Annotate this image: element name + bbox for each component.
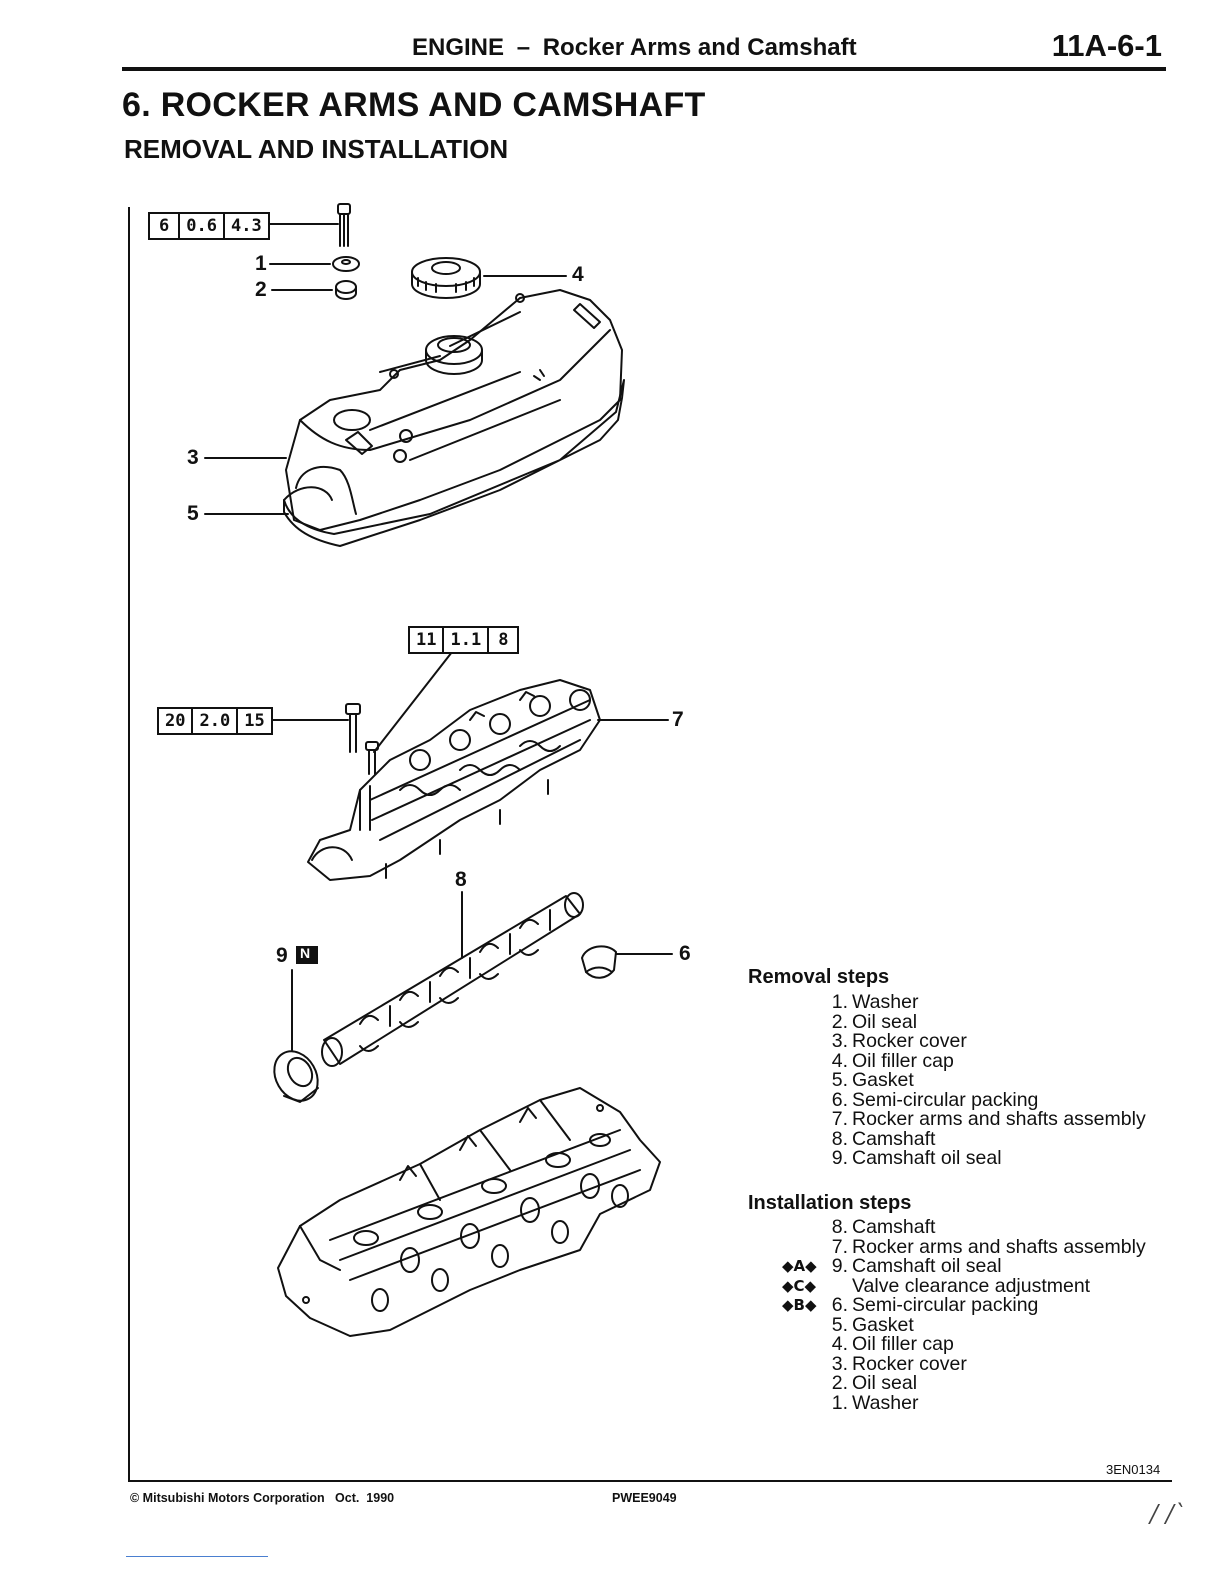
torque-spec-box: 11 1.1 8 [408, 626, 520, 654]
service-point-markers: ◆A◆ ◆C◆ ◆B◆ [782, 1257, 817, 1316]
camshaft [321, 892, 584, 1067]
bolt-top [337, 203, 351, 247]
service-marker-c: ◆C◆ [782, 1276, 817, 1295]
torque-kgm: 2.0 [191, 709, 236, 733]
oil-seal [335, 280, 357, 300]
callout-5: 5 [187, 502, 199, 525]
gasket [283, 379, 625, 547]
callout-8: 8 [455, 868, 467, 891]
service-marker-b: ◆B◆ [782, 1296, 817, 1314]
callout-4: 4 [572, 263, 584, 286]
leader-bolt-11 [373, 651, 453, 753]
camshaft-oil-seal [273, 1050, 319, 1103]
page-header: ENGINE – Rocker Arms and Camshaft [412, 34, 857, 62]
callout-3: 3 [187, 446, 199, 469]
torque-nm: 20 [165, 711, 186, 731]
n-badge-box [296, 946, 318, 964]
handwritten-mark: / /ˋ [1150, 1500, 1186, 1528]
bolt-11 [365, 741, 379, 775]
torque-nm: 6 [159, 216, 170, 236]
scan-artifact-line [126, 1556, 268, 1557]
section-title: 6. ROCKER ARMS AND CAMSHAFT [122, 86, 706, 124]
header-section: ENGINE [412, 34, 505, 61]
torque-kgm: 1.1 [442, 628, 487, 652]
figure-code: 3EN0134 [1106, 1462, 1161, 1477]
torque-nm: 11 [416, 630, 437, 650]
page-number: 11A-6-1 [1051, 28, 1162, 63]
callout-1: 1 [255, 252, 267, 275]
torque-spec-box: 6 0.6 4.3 [148, 212, 270, 240]
callout-2: 2 [255, 278, 267, 301]
callout-9: 9 [276, 944, 288, 967]
torque-kgm: 0.6 [178, 214, 223, 238]
n-badge-label: N [300, 945, 311, 961]
washer [332, 256, 360, 272]
footer-copyright: © Mitsubishi Motors Corporation Oct. 199… [130, 1491, 395, 1505]
torque-spec-box: 20 2.0 15 [157, 707, 273, 735]
removal-steps-heading: Removal steps [748, 966, 890, 988]
section-subtitle: REMOVAL AND INSTALLATION [124, 134, 509, 164]
oil-filler-cap [411, 257, 481, 299]
callout-7: 7 [672, 708, 684, 731]
callout-6: 6 [679, 942, 691, 965]
footer-doc-code: PWEE9049 [612, 1491, 677, 1505]
rocker-arm-assembly [307, 679, 601, 881]
service-marker-a: ◆A◆ [782, 1257, 817, 1275]
figure-frame-bottom [128, 1480, 1172, 1482]
torque-ftlbs: 4.3 [222, 214, 268, 238]
installation-steps-heading: Installation steps [748, 1192, 912, 1214]
torque-ftlbs: 15 [236, 709, 270, 733]
semi-circular-packing [581, 945, 617, 979]
header-subject: Rocker Arms and Camshaft [542, 34, 857, 61]
header-dash: – [516, 34, 531, 61]
header-rule [122, 67, 1166, 71]
torque-ftlbs: 8 [487, 628, 517, 652]
bolt-20 [345, 703, 361, 753]
cylinder-head [277, 1087, 661, 1337]
figure-frame-left [128, 207, 130, 1482]
rocker-cover [285, 289, 623, 531]
